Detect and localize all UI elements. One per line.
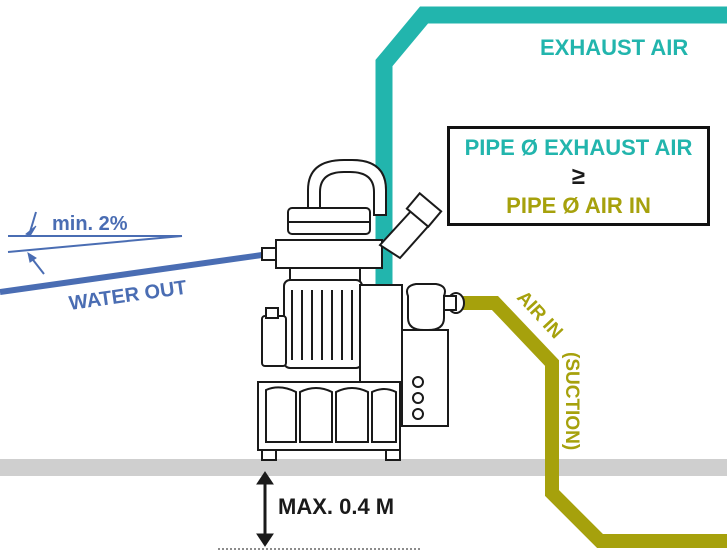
air-in-pipe	[463, 296, 727, 548]
comparison-line-exhaust: PIPE Ø EXHAUST AIR	[464, 135, 693, 160]
max-height-label: MAX. 0.4 M	[278, 494, 394, 519]
height-arrow-icon	[218, 471, 420, 550]
floor-band	[0, 459, 727, 476]
min-slope-label: min. 2%	[52, 213, 128, 235]
pipe-diameter-comparison-box: PIPE Ø EXHAUST AIR ≥ PIPE Ø AIR IN	[447, 126, 710, 226]
comparison-line-air-in: PIPE Ø AIR IN	[506, 193, 651, 218]
slope-indicator	[7, 211, 183, 275]
suction-label: (SUCTION)	[561, 352, 582, 450]
water-out-pipe	[0, 252, 263, 295]
comparison-symbol: ≥	[571, 163, 586, 190]
pump-unit	[257, 159, 465, 461]
exhaust-air-label: EXHAUST AIR	[540, 35, 688, 60]
exhaust-pipe	[375, 6, 727, 286]
